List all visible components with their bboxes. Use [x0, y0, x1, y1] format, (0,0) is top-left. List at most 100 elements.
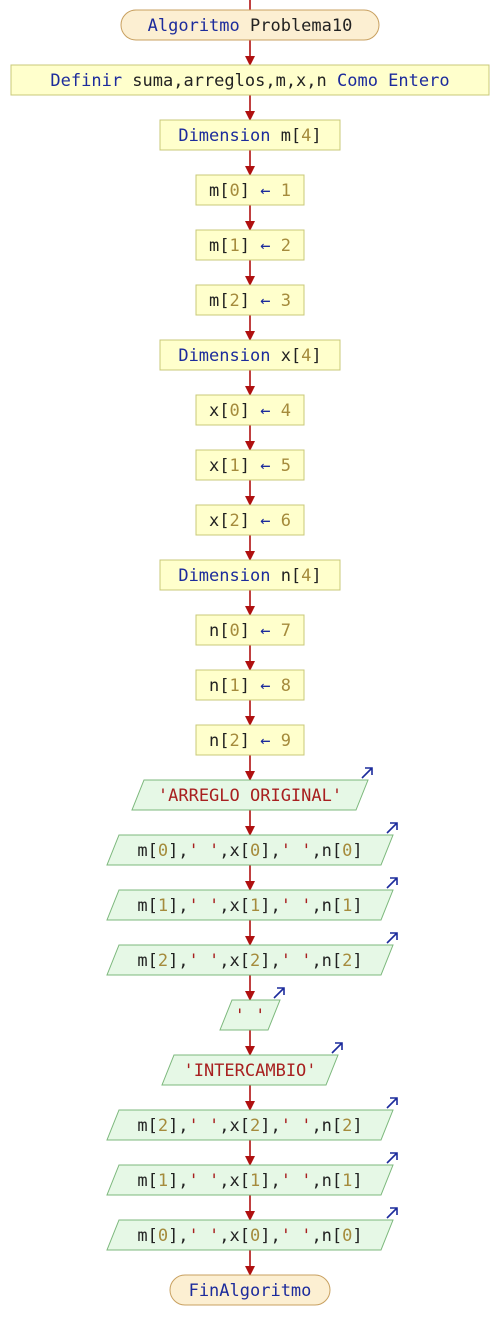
label-segment: ← — [260, 291, 280, 311]
label-segment: ] — [240, 291, 260, 311]
label-segment: ' ' — [281, 951, 312, 971]
label-segment: ] — [240, 511, 260, 531]
io-shape — [106, 1164, 394, 1196]
label-segment: ] — [240, 676, 260, 696]
node-x2: x[2] ← 6 — [195, 504, 305, 536]
node-dim-m: Dimension m[4] — [159, 119, 341, 151]
label-segment: n[ — [209, 676, 229, 696]
process-shape — [195, 614, 305, 646]
node-label: x[2] ← 6 — [209, 511, 291, 531]
label-segment: 0 — [230, 181, 240, 201]
label-segment: ] — [240, 236, 260, 256]
node-label: ' ' — [235, 1006, 266, 1026]
label-segment: 0 — [158, 841, 168, 861]
label-segment: suma,arreglos,m,x,n — [132, 71, 337, 91]
label-segment: 1 — [230, 456, 240, 476]
label-segment: Dimension — [178, 346, 280, 366]
node-label: x[1] ← 5 — [209, 456, 291, 476]
label-segment: ], — [260, 951, 280, 971]
label-segment: 2 — [250, 1116, 260, 1136]
output-arrow-icon — [386, 1152, 398, 1164]
node-label: Dimension m[4] — [178, 126, 321, 146]
label-segment: ] — [240, 731, 260, 751]
node-label: m[0] ← 1 — [209, 181, 291, 201]
label-segment: ← — [260, 401, 280, 421]
output-arrow-icon — [331, 1042, 343, 1054]
process-shape — [159, 559, 341, 591]
label-segment: ,x[ — [219, 1171, 250, 1191]
label-segment: ] — [352, 841, 362, 861]
label-segment: ] — [352, 951, 362, 971]
terminal-shape — [169, 1274, 331, 1306]
node-out-row0: m[0],' ',x[0],' ',n[0] — [106, 822, 398, 866]
label-segment: m[ — [137, 841, 157, 861]
output-arrow-icon — [386, 932, 398, 944]
process-shape — [195, 449, 305, 481]
label-segment: Dimension — [178, 566, 280, 586]
label-segment: 1 — [250, 896, 260, 916]
process-shape — [159, 339, 341, 371]
label-segment: n[ — [209, 621, 229, 641]
node-define: Definir suma,arreglos,m,x,n Como Entero — [10, 64, 490, 96]
label-segment: 0 — [250, 1226, 260, 1246]
process-shape — [195, 229, 305, 261]
output-arrow-icon — [386, 822, 398, 834]
label-segment: m[ — [209, 291, 229, 311]
process-shape — [10, 64, 490, 96]
label-segment: ' ' — [281, 896, 312, 916]
label-segment: ], — [168, 841, 188, 861]
output-arrow-icon — [386, 877, 398, 889]
label-segment: ,n[ — [311, 1226, 342, 1246]
label-segment: 2 — [158, 1116, 168, 1136]
label-segment: ,n[ — [311, 896, 342, 916]
node-label: m[1] ← 2 — [209, 236, 291, 256]
label-segment: ,x[ — [219, 896, 250, 916]
label-segment: 1 — [342, 896, 352, 916]
label-segment: 9 — [281, 731, 291, 751]
label-segment: m[ — [137, 951, 157, 971]
label-segment: ,n[ — [311, 841, 342, 861]
node-out-swap1: m[1],' ',x[1],' ',n[1] — [106, 1152, 398, 1196]
label-segment: Como Entero — [337, 71, 450, 91]
node-n2: n[2] ← 9 — [195, 724, 305, 756]
label-segment: ' ' — [281, 1116, 312, 1136]
label-segment: 1 — [281, 181, 291, 201]
node-label: n[0] ← 7 — [209, 621, 291, 641]
label-segment: 2 — [342, 1116, 352, 1136]
label-segment: Algoritmo — [148, 16, 250, 36]
label-segment: Definir — [50, 71, 132, 91]
output-arrow-icon — [386, 1207, 398, 1219]
label-segment: 2 — [230, 291, 240, 311]
label-segment: ] — [352, 1226, 362, 1246]
process-shape — [195, 284, 305, 316]
label-segment: 0 — [230, 401, 240, 421]
label-segment: ← — [260, 456, 280, 476]
label-segment: m[ — [281, 126, 301, 146]
label-segment: 0 — [342, 1226, 352, 1246]
node-label: m[0],' ',x[0],' ',n[0] — [137, 1226, 362, 1246]
label-segment: ' ' — [189, 896, 220, 916]
label-segment: 1 — [158, 896, 168, 916]
node-label: 'INTERCAMBIO' — [183, 1061, 316, 1081]
label-segment: ,n[ — [311, 951, 342, 971]
label-segment: ← — [260, 731, 280, 751]
node-m0: m[0] ← 1 — [195, 174, 305, 206]
label-segment: ,x[ — [219, 1116, 250, 1136]
label-segment: ← — [260, 511, 280, 531]
node-label: Algoritmo Problema10 — [148, 16, 353, 36]
label-segment: ], — [260, 1226, 280, 1246]
process-shape — [195, 394, 305, 426]
terminal-shape — [120, 9, 380, 41]
label-segment: 4 — [301, 346, 311, 366]
label-segment: ,x[ — [219, 841, 250, 861]
label-segment: 2 — [158, 951, 168, 971]
output-arrow-icon — [386, 1097, 398, 1109]
label-segment: m[ — [137, 896, 157, 916]
label-segment: ' ' — [281, 1171, 312, 1191]
process-shape — [195, 669, 305, 701]
node-start: Algoritmo Problema10 — [120, 9, 380, 41]
label-segment: 1 — [230, 676, 240, 696]
label-segment: 7 — [281, 621, 291, 641]
label-segment: ] — [311, 346, 321, 366]
